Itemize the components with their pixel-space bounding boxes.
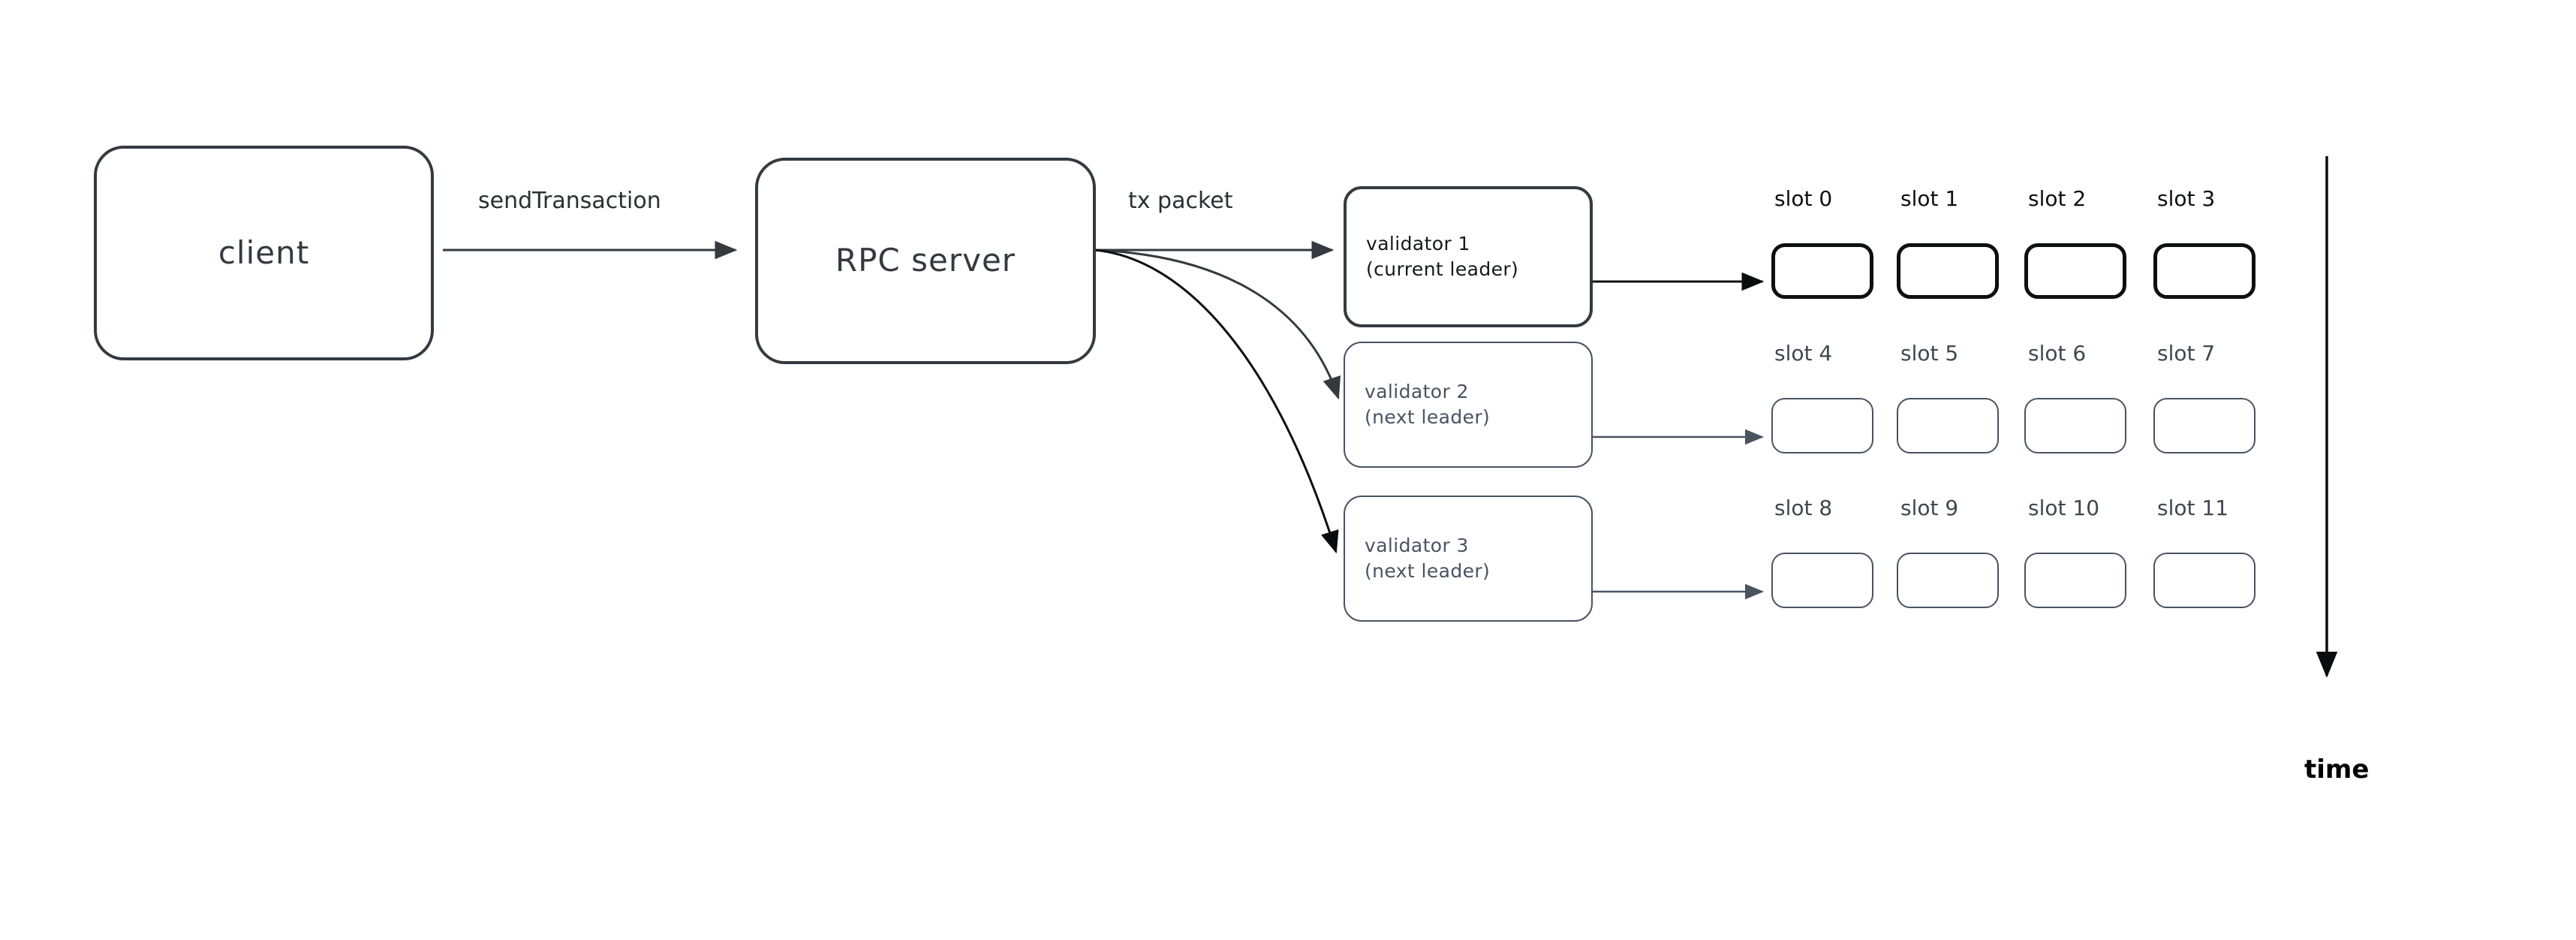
slot-box-5[interactable] xyxy=(1897,398,1999,453)
arrow-rpc-to-validator-3 xyxy=(1094,249,1339,554)
slot-label-4: slot 4 xyxy=(1774,341,1833,366)
arrow-rpc-to-validator-2 xyxy=(1094,249,1341,400)
slot-label-5: slot 5 xyxy=(1900,341,1959,366)
slot-box-11[interactable] xyxy=(2153,553,2256,608)
slot-label-2: slot 2 xyxy=(2028,186,2087,211)
time-axis-label: time xyxy=(2304,755,2370,785)
slot-label-0: slot 0 xyxy=(1774,186,1833,211)
slot-label-3: slot 3 xyxy=(2157,186,2216,211)
slot-box-10[interactable] xyxy=(2024,553,2126,608)
node-validator-1[interactable]: validator 1 (current leader) xyxy=(1344,186,1593,327)
edge-label-tx-packet: tx packet xyxy=(1128,188,1233,214)
node-validator-1-label: validator 1 (current leader) xyxy=(1366,233,1519,280)
slot-label-10: slot 10 xyxy=(2028,496,2100,520)
slot-box-8[interactable] xyxy=(1771,553,1873,608)
slot-label-9: slot 9 xyxy=(1900,496,1959,520)
node-validator-3[interactable]: validator 3 (next leader) xyxy=(1344,496,1593,622)
node-validator-2[interactable]: validator 2 (next leader) xyxy=(1344,342,1593,468)
slot-box-9[interactable] xyxy=(1897,553,1999,608)
slot-box-1[interactable] xyxy=(1897,243,1999,299)
slot-box-7[interactable] xyxy=(2153,398,2256,453)
slot-box-2[interactable] xyxy=(2024,243,2126,299)
slot-label-8: slot 8 xyxy=(1774,496,1833,520)
node-validator-3-label: validator 3 (next leader) xyxy=(1365,535,1491,582)
node-client[interactable]: client xyxy=(94,146,434,360)
node-rpc-server[interactable]: RPC server xyxy=(755,158,1096,364)
slot-box-6[interactable] xyxy=(2024,398,2126,453)
node-client-label: client xyxy=(218,233,310,271)
slot-box-0[interactable] xyxy=(1771,243,1873,299)
slot-label-6: slot 6 xyxy=(2028,341,2087,366)
slot-box-4[interactable] xyxy=(1771,398,1873,453)
slot-label-11: slot 11 xyxy=(2157,496,2229,520)
slot-label-7: slot 7 xyxy=(2157,341,2216,366)
edge-label-send-transaction: sendTransaction xyxy=(478,188,661,214)
slot-label-1: slot 1 xyxy=(1900,186,1959,211)
node-rpc-server-label: RPC server xyxy=(835,242,1016,279)
node-validator-2-label: validator 2 (next leader) xyxy=(1365,381,1491,428)
slot-box-3[interactable] xyxy=(2153,243,2256,299)
